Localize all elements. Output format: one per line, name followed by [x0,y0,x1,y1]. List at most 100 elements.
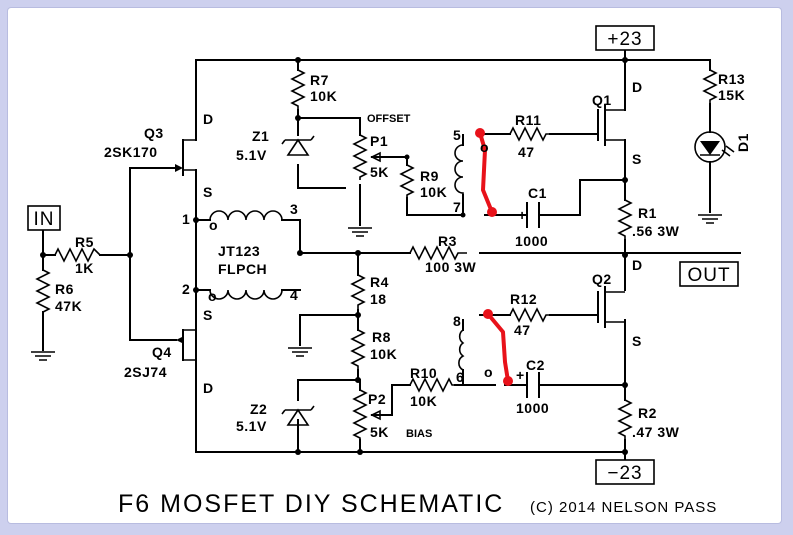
p2-label: BIAS [406,428,432,440]
r7-name: R7 [310,72,329,88]
r5-name: R5 [75,234,94,250]
d1-name: D1 [735,133,751,152]
r7-value: 10K [310,88,337,104]
r5-value: 1K [75,260,94,276]
c2-plus: + [516,367,525,383]
c1-plus: + [518,207,527,223]
schematic-frame [8,8,781,523]
r9-symbol [399,164,415,198]
neg-rail-box [595,459,655,485]
r4-name: R4 [370,274,389,290]
dot-3: o [480,139,489,155]
r3-symbol [409,245,467,261]
zener-symbols [281,135,315,426]
pin-3: 3 [290,201,298,217]
r13-value: 15K [718,87,745,103]
r6-symbol [35,269,51,313]
neg-rail-label: −23 [607,463,642,484]
r1-symbol [617,199,633,240]
r5-symbol [54,247,101,263]
c2-value: 1000 [516,400,549,416]
r13-symbol [702,69,718,104]
pin-4: 4 [290,287,298,303]
z2-symbol [281,405,315,426]
wires [42,49,741,461]
q4-d: D [203,380,214,396]
transformer-coils [209,144,465,371]
pin-2: 2 [182,281,190,297]
z2-value: 5.1V [236,418,267,434]
led-d1-symbol [694,131,735,163]
q1-d: D [632,79,643,95]
z1-name: Z1 [252,128,269,144]
red-jumpers [475,128,513,386]
out-port-label: OUT [687,265,730,286]
r8-name: R8 [372,329,391,345]
r10-value: 10K [410,393,437,409]
ground-symbols [31,214,722,361]
r3-value: 100 3W [425,259,477,275]
p2-name: P2 [368,391,386,407]
q2-s: S [632,333,642,349]
z1-value: 5.1V [236,147,267,163]
c1-value: 1000 [515,233,548,249]
r10-name: R10 [410,365,437,381]
dot-4: o [484,364,493,380]
q2-name: Q2 [592,271,612,287]
jumper-2 [486,312,510,383]
z1-symbol [281,135,315,156]
p2-symbol [352,389,368,441]
out-port-box [679,261,739,287]
r10-symbol [409,377,455,393]
r1-value: .56 3W [632,223,680,239]
q4-part: 2SJ74 [124,364,167,380]
pin-1: 1 [182,211,190,227]
r8-value: 10K [370,346,397,362]
c2-symbol [526,372,540,398]
in-port-label: IN [34,209,55,230]
q1-s: S [632,151,642,167]
r4-value: 18 [370,291,387,307]
p2-value: 5K [370,424,389,440]
r7-symbol [290,69,306,110]
p1-name: P1 [370,133,388,149]
c2-name: C2 [526,357,545,373]
dot-2: o [208,288,217,304]
capacitor-symbols [526,202,540,398]
q3-part: 2SK170 [104,144,158,160]
pin-6: 6 [456,369,464,385]
r11-symbol [509,126,549,142]
pos-rail-box [595,25,655,51]
q3-name: Q3 [144,125,164,141]
dot-1: o [209,217,218,233]
r11-name: R11 [515,112,541,128]
q3-d: D [203,111,214,127]
r4-symbol [350,274,366,310]
r9-name: R9 [420,168,439,184]
q3-s: S [203,184,213,200]
pos-rail-label: +23 [607,29,642,50]
q4-s: S [203,307,213,323]
r1-name: R1 [638,205,657,221]
r11-value: 47 [518,144,535,160]
jumper-1 [478,131,494,214]
transformer-name: JT123 [218,243,260,259]
copyright: (C) 2014 NELSON PASS [530,499,717,516]
pin-7: 7 [453,199,461,215]
pin-8: 8 [453,313,461,329]
r9-value: 10K [420,184,447,200]
r12-value: 47 [514,322,531,338]
r6-value: 47K [55,298,82,314]
r12-name: R12 [510,291,537,307]
q1-name: Q1 [592,92,612,108]
p1-symbol [352,134,368,180]
pin-5: 5 [453,127,461,143]
schematic-title: F6 MOSFET DIY SCHEMATIC [118,490,504,518]
r13-name: R13 [718,71,745,87]
p1-value: 5K [370,164,389,180]
p1-label: OFFSET [367,113,411,125]
r2-symbol [617,399,633,440]
z2-name: Z2 [250,401,267,417]
q4-name: Q4 [152,344,172,360]
transformer-part: FLPCH [218,261,267,277]
